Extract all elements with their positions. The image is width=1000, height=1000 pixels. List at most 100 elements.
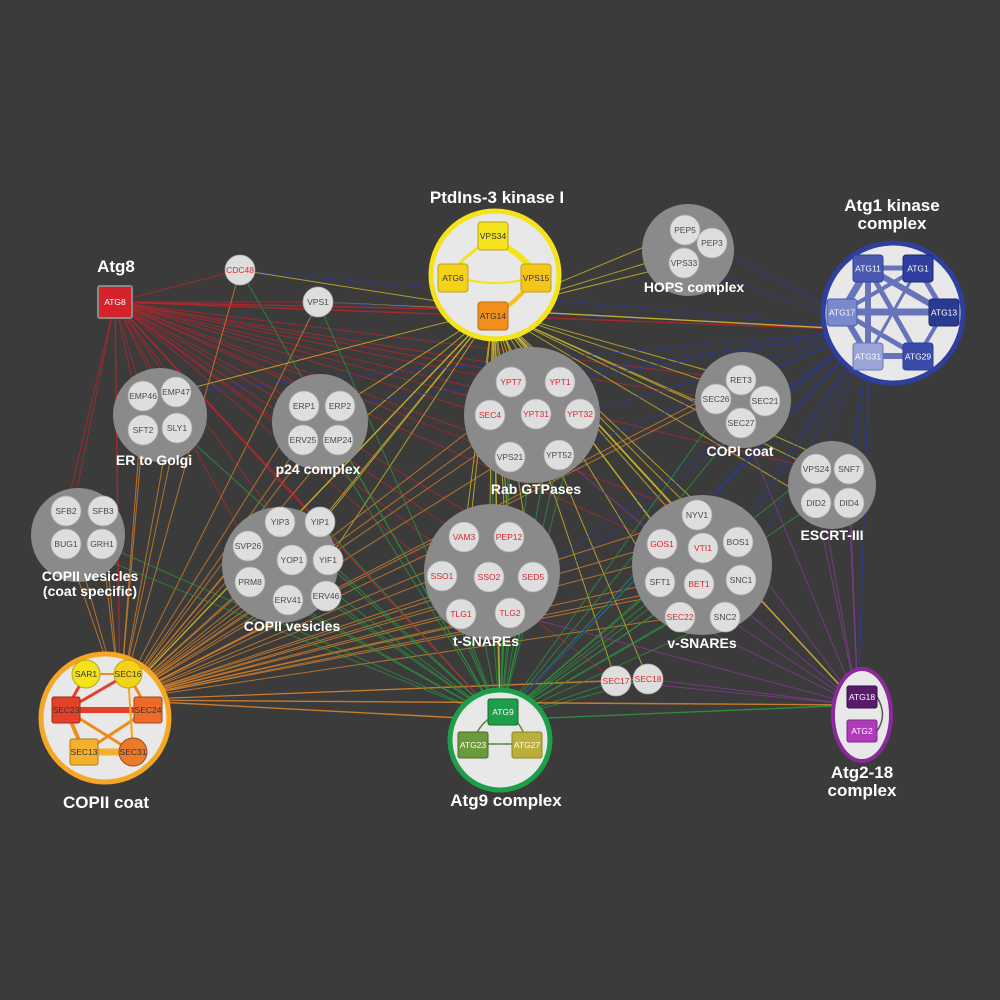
ret3-node[interactable] bbox=[725, 364, 757, 396]
vps15-node[interactable] bbox=[520, 263, 552, 293]
snc2-node[interactable] bbox=[709, 601, 741, 633]
atg1-node[interactable] bbox=[902, 254, 934, 283]
vsnares-title: v-SNAREs bbox=[667, 635, 736, 651]
vps1-node[interactable] bbox=[302, 286, 334, 318]
tlg1-node[interactable] bbox=[445, 598, 477, 630]
atg13-node[interactable] bbox=[928, 298, 960, 327]
snc1-node[interactable] bbox=[725, 564, 757, 596]
sec24-node[interactable] bbox=[133, 696, 163, 724]
sec26-node[interactable] bbox=[700, 383, 732, 415]
interaction-edge bbox=[114, 269, 241, 303]
atg8-group[interactable]: Atg8 ATG8 bbox=[97, 257, 135, 319]
atg9-node[interactable] bbox=[487, 698, 519, 726]
sec27-node[interactable] bbox=[725, 407, 757, 439]
atg14-node[interactable] bbox=[477, 301, 509, 331]
did2-node[interactable] bbox=[800, 487, 832, 519]
sft1-node[interactable] bbox=[644, 566, 676, 598]
ypt31-node[interactable] bbox=[520, 398, 552, 430]
atg9-complex[interactable]: ATG9 ATG23 ATG27 Atg9 complex bbox=[447, 687, 562, 810]
nyv1-node[interactable] bbox=[681, 499, 713, 531]
snf7-label: SNF7 bbox=[838, 464, 860, 474]
atg31-node[interactable] bbox=[852, 342, 884, 371]
ypt7-node[interactable] bbox=[495, 366, 527, 398]
sec22-label: SEC22 bbox=[667, 612, 694, 622]
hops-title: HOPS complex bbox=[644, 279, 745, 295]
bet1-node[interactable] bbox=[683, 568, 715, 600]
erp1-node[interactable] bbox=[288, 390, 320, 422]
sec18-node[interactable] bbox=[632, 663, 664, 695]
sso1-node[interactable] bbox=[426, 560, 458, 592]
snf7-node[interactable] bbox=[833, 453, 865, 485]
did4-node[interactable] bbox=[833, 487, 865, 519]
erp2-node[interactable] bbox=[324, 390, 356, 422]
erv25-node[interactable] bbox=[287, 424, 319, 456]
yop1-node[interactable] bbox=[276, 544, 308, 576]
yif1-node[interactable] bbox=[312, 544, 344, 576]
sec16-node[interactable] bbox=[113, 659, 143, 689]
ptdins3-complex[interactable]: VPS34 ATG6 VPS15 ATG14 PtdIns-3 kinase I bbox=[428, 188, 564, 342]
ypt32-node[interactable] bbox=[564, 398, 596, 430]
interaction-edge bbox=[119, 678, 649, 701]
erv46-node[interactable] bbox=[310, 580, 342, 612]
vti1-node[interactable] bbox=[687, 532, 719, 564]
atg6-node[interactable] bbox=[437, 263, 469, 293]
sec31-node[interactable] bbox=[118, 737, 148, 767]
sft2-node[interactable] bbox=[127, 414, 159, 446]
tlg2-node[interactable] bbox=[494, 597, 526, 629]
sec17-node[interactable] bbox=[600, 665, 632, 697]
vps34-node[interactable] bbox=[477, 221, 509, 251]
pep3-node[interactable] bbox=[696, 227, 728, 259]
prm8-node[interactable] bbox=[234, 566, 266, 598]
emp47-node[interactable] bbox=[160, 376, 192, 408]
copii-coat-complex[interactable]: SAR1 SEC16 SEC23 SEC24 SEC13 SEC31 COPII… bbox=[38, 651, 172, 812]
atg2-node[interactable] bbox=[846, 719, 878, 743]
bug1-node[interactable] bbox=[50, 528, 82, 560]
yip1-node[interactable] bbox=[304, 506, 336, 538]
interaction-edge bbox=[119, 301, 319, 701]
sfb3-node[interactable] bbox=[87, 495, 119, 527]
copi-title: COPI coat bbox=[707, 443, 774, 459]
sec23-node[interactable] bbox=[51, 696, 81, 724]
atg2-18-complex[interactable]: ATG18 ATG2 Atg2-18 complex bbox=[828, 667, 898, 800]
yip3-node[interactable] bbox=[264, 506, 296, 538]
ypt1-node[interactable] bbox=[544, 366, 576, 398]
emp46-node[interactable] bbox=[127, 380, 159, 412]
vam3-node[interactable] bbox=[448, 521, 480, 553]
gos1-node[interactable] bbox=[646, 528, 678, 560]
ptdins3-ring bbox=[428, 208, 562, 342]
atg23-node[interactable] bbox=[457, 731, 489, 759]
vps21-label: VPS21 bbox=[497, 452, 524, 462]
emp24-node[interactable] bbox=[322, 424, 354, 456]
sec21-node[interactable] bbox=[749, 385, 781, 417]
vps15-label: VPS15 bbox=[523, 273, 550, 283]
atg1-complex[interactable]: ATG11 ATG1 ATG17 ATG13 ATG31 ATG29 Atg1 … bbox=[820, 196, 966, 386]
ypt52-node[interactable] bbox=[543, 439, 575, 471]
interaction-edge bbox=[119, 427, 178, 701]
sly1-node[interactable] bbox=[161, 412, 193, 444]
svp26-node[interactable] bbox=[232, 530, 264, 562]
sec22-node[interactable] bbox=[664, 601, 696, 633]
bos1-node[interactable] bbox=[722, 526, 754, 558]
pep5-node[interactable] bbox=[669, 214, 701, 246]
atg8-node[interactable] bbox=[97, 285, 133, 319]
tsnares-title: t-SNAREs bbox=[453, 633, 519, 649]
atg27-node[interactable] bbox=[511, 731, 543, 759]
cdc48-node[interactable] bbox=[224, 254, 256, 286]
sec13-node[interactable] bbox=[69, 738, 99, 766]
sec4-node[interactable] bbox=[474, 399, 506, 431]
vps33-node[interactable] bbox=[668, 247, 700, 279]
did4-label: DID4 bbox=[839, 498, 859, 508]
erv41-node[interactable] bbox=[272, 584, 304, 616]
sfb2-node[interactable] bbox=[50, 495, 82, 527]
atg18-node[interactable] bbox=[846, 685, 878, 709]
sso2-node[interactable] bbox=[473, 561, 505, 593]
sar1-node[interactable] bbox=[71, 659, 101, 689]
grh1-node[interactable] bbox=[86, 528, 118, 560]
pep12-node[interactable] bbox=[493, 521, 525, 553]
vps21-node[interactable] bbox=[494, 441, 526, 473]
atg17-node[interactable] bbox=[826, 298, 858, 327]
atg29-node[interactable] bbox=[902, 342, 934, 371]
atg11-node[interactable] bbox=[852, 254, 884, 283]
vps24-node[interactable] bbox=[800, 453, 832, 485]
sed5-node[interactable] bbox=[517, 561, 549, 593]
